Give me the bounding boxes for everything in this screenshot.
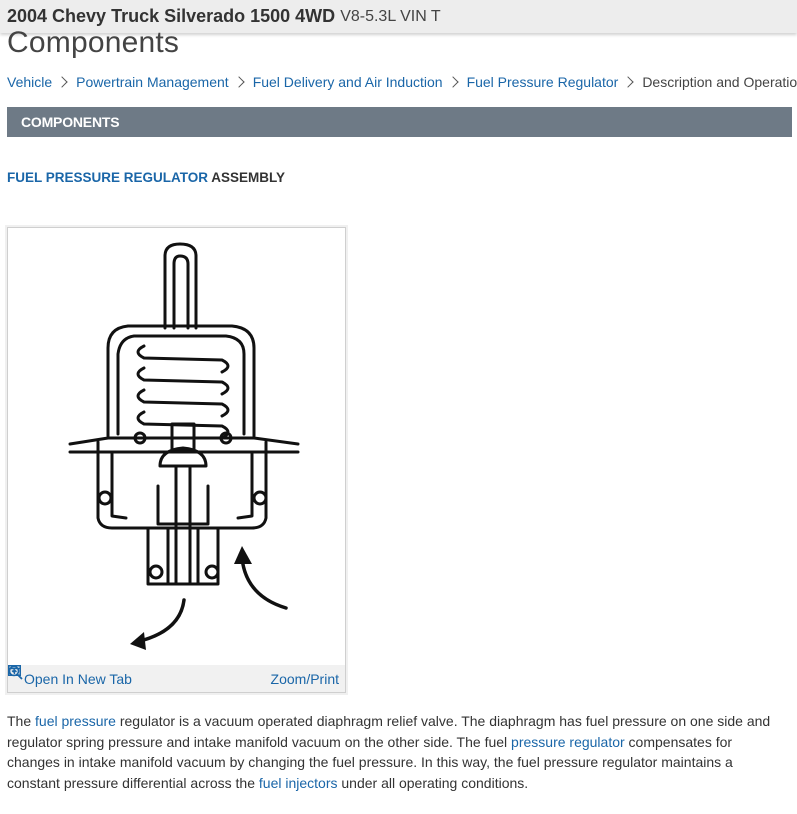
breadcrumb-fuel-pressure-regulator[interactable]: Fuel Pressure Regulator	[466, 74, 619, 90]
fuel-injectors-link[interactable]: fuel injectors	[258, 774, 338, 791]
chevron-right-icon	[233, 76, 245, 88]
body-text-2: regulator is a vacuum operated diaphragm…	[7, 713, 771, 750]
zoom-print-button[interactable]: Zoom/Print	[8, 665, 339, 687]
chevron-right-icon	[56, 76, 68, 88]
body-text-1: The	[7, 713, 36, 729]
fuel-pressure-regulator-link[interactable]: FUEL PRESSURE REGULATOR	[7, 170, 209, 185]
figure-toolbar: Open In New Tab Zoom/Print	[8, 665, 345, 692]
vehicle-title: 2004 Chevy Truck Silverado 1500 4WD	[7, 6, 336, 26]
subheading-suffix: ASSEMBLY	[211, 170, 286, 185]
pressure-regulator-link[interactable]: pressure regulator	[511, 733, 625, 750]
component-subheading: FUEL PRESSURE REGULATOR ASSEMBLY	[7, 170, 285, 185]
breadcrumb-vehicle[interactable]: Vehicle	[7, 74, 53, 90]
section-header: COMPONENTS	[7, 107, 792, 137]
chevron-right-icon	[446, 76, 459, 88]
breadcrumb-current: Description and Operation	[642, 74, 797, 90]
body-text-4: under all operating conditions.	[337, 774, 529, 791]
fuel-pressure-regulator-diagram[interactable]	[8, 228, 345, 664]
breadcrumb-powertrain-management[interactable]: Powertrain Management	[76, 74, 229, 90]
open-in-new-tab-label: Open In New Tab	[24, 670, 132, 687]
component-figure: Open In New Tab Zoom/Print	[7, 227, 346, 693]
engine-spec: V8-5.3L VIN T	[340, 7, 441, 25]
vehicle-header-bar: 2004 Chevy Truck Silverado 1500 4WD V8-5…	[0, 0, 797, 33]
page-title: Components	[7, 26, 180, 59]
zoom-print-label: Zoom/Print	[270, 670, 339, 687]
breadcrumb: Vehicle Powertrain Management Fuel Deliv…	[7, 74, 797, 90]
fuel-pressure-link[interactable]: fuel pressure	[35, 713, 116, 729]
body-text-3: compensates for changes in intake manifo…	[7, 733, 733, 791]
breadcrumb-fuel-delivery[interactable]: Fuel Delivery and Air Induction	[252, 74, 443, 90]
chevron-right-icon	[622, 76, 634, 88]
description-paragraph: The fuel pressure regulator is a vacuum …	[7, 711, 787, 793]
open-in-new-tab-button[interactable]: Open In New Tab	[8, 665, 132, 687]
